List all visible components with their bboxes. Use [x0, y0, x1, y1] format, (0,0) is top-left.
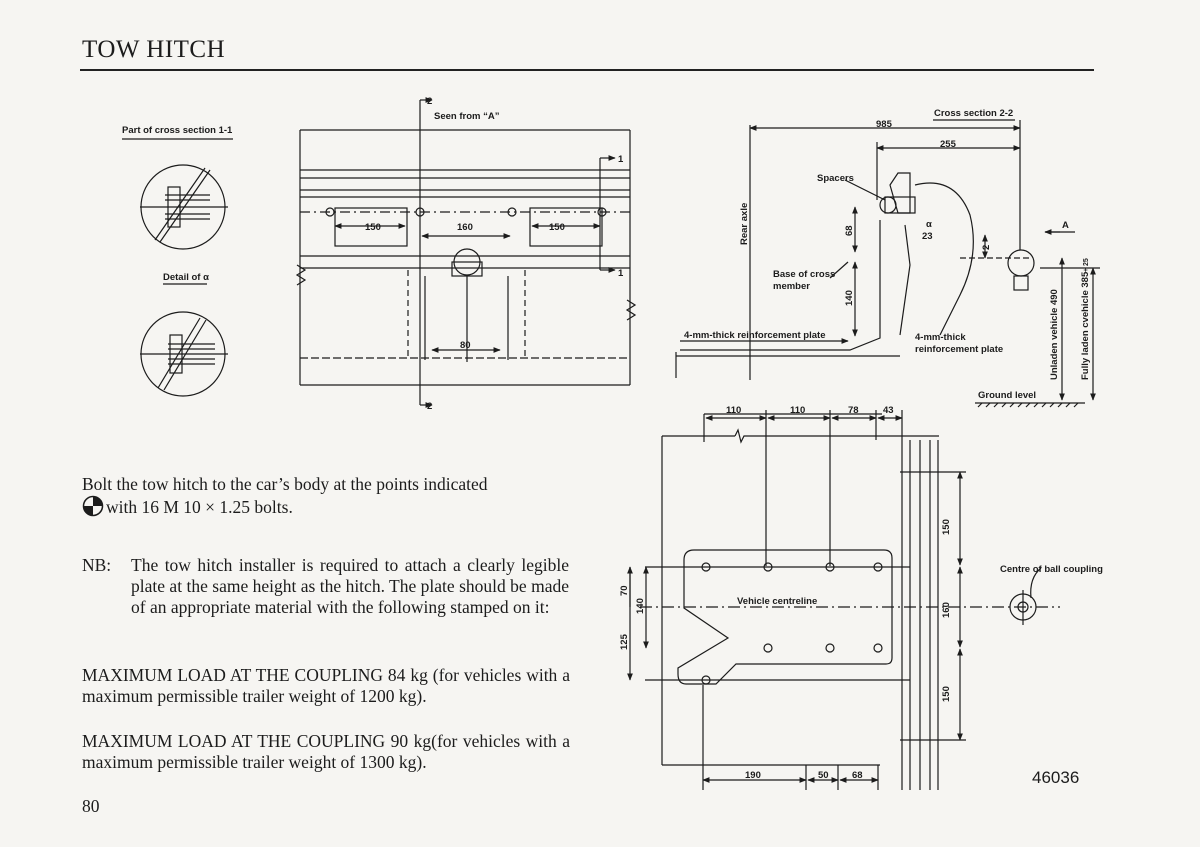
nb-text: The tow hitch installer is required to a…: [131, 555, 569, 617]
arrow-a-label: A: [1062, 220, 1069, 231]
page-number: 80: [82, 796, 100, 816]
dim-110-b: 110: [790, 405, 805, 416]
dim-150-bottom-right: 150: [941, 686, 952, 702]
load-84-text: MAXIMUM LOAD AT THE COUPLING 84 kg (for …: [82, 665, 570, 706]
bolt-instruction-line-1: Bolt the tow hitch to the car’s body at …: [82, 474, 488, 494]
dim-140-left: 140: [635, 598, 646, 614]
dim-50: 50: [818, 770, 829, 781]
dim-68-bottom: 68: [852, 770, 863, 781]
dim-43: 43: [883, 405, 894, 416]
bolt-instruction: Bolt the tow hitch to the car’s body at …: [82, 474, 570, 518]
fully-laden-label: Fully laden cvehicle 385: [1080, 271, 1091, 380]
dim-68: 68: [844, 225, 855, 236]
centre-ball-coupling-label: Centre of ball coupling: [1000, 564, 1103, 575]
dim-190: 190: [745, 770, 761, 781]
unladen-label: Unladen vehicle 490: [1049, 289, 1060, 380]
title-rule: [80, 69, 1094, 71]
rear-axle-label: Rear axle: [739, 203, 750, 245]
nb-label: NB:: [82, 555, 112, 575]
page-title: TOW HITCH: [82, 36, 226, 63]
bolt-instruction-line-2-wrap: with 16 M 10 × 1.25 bolts.: [82, 495, 570, 518]
alpha-label: α: [926, 219, 932, 230]
spacers-label: Spacers: [817, 173, 854, 184]
dim-80: 80: [460, 340, 471, 351]
detail-alpha-label: Detail of α: [163, 272, 209, 283]
seen-from-a-label: Seen from “A”: [434, 111, 500, 122]
part-cross-section-label: Part of cross section 1-1: [122, 125, 233, 136]
sec-marker-2-top: 2: [427, 96, 432, 107]
figure-number: 46036: [1032, 768, 1080, 787]
sec-marker-1-top: 1: [618, 154, 624, 165]
dim-150-top-right: 150: [941, 519, 952, 535]
dim-160-right: 160: [941, 602, 952, 618]
dim-23: 23: [922, 231, 933, 242]
dim-985: 985: [876, 119, 893, 130]
dim-150-left: 150: [365, 222, 381, 233]
load-90-text: MAXIMUM LOAD AT THE COUPLING 90 kg(for v…: [82, 731, 570, 772]
sec-marker-2-bottom: 2: [427, 401, 432, 412]
fully-laden-tolerance: + 25: [1083, 258, 1090, 272]
dim-140-vertical: 140: [844, 290, 855, 306]
reinf-plate-right-label: 4-mm-thick: [915, 332, 966, 343]
dim-70: 70: [619, 585, 630, 596]
cross-section-22-label: Cross section 2-2: [934, 108, 1013, 119]
vehicle-centreline-label: Vehicle centreline: [737, 596, 817, 607]
dim-2: 2: [981, 245, 992, 250]
bolt-point-icon: [82, 495, 104, 517]
dim-160-top: 160: [457, 222, 473, 233]
reinf-plate-right-label-2: reinforcement plate: [915, 344, 1003, 355]
sec-marker-1-bottom: 1: [618, 268, 624, 279]
dim-78: 78: [848, 405, 859, 416]
dim-255: 255: [940, 139, 957, 150]
ground-level-label: Ground level: [978, 390, 1036, 401]
reinf-plate-left-label: 4-mm-thick reinforcement plate: [684, 330, 825, 341]
dim-150-right: 150: [549, 222, 565, 233]
dim-125: 125: [619, 633, 630, 650]
bolt-instruction-line-2: with 16 M 10 × 1.25 bolts.: [106, 497, 293, 517]
base-cross-member-label: Base of cross: [773, 269, 835, 280]
base-cross-member-label-2: member: [773, 281, 810, 292]
dim-110-a: 110: [726, 405, 741, 416]
